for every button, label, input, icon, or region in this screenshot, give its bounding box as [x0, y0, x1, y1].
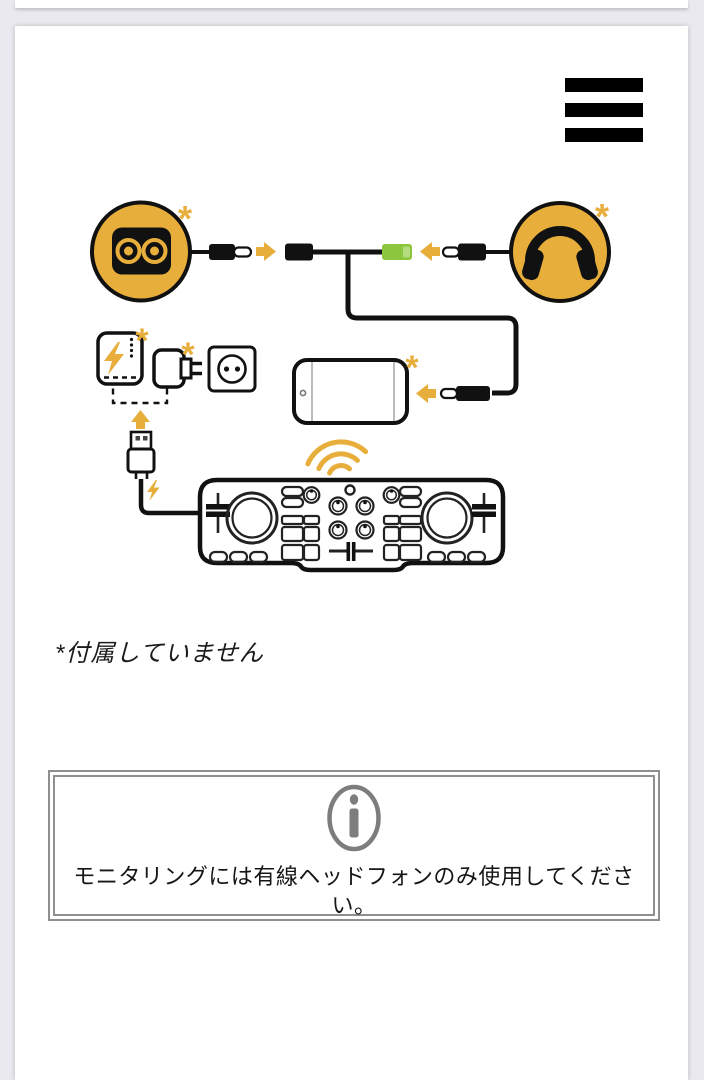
charging-bolt-icon — [147, 480, 160, 501]
connection-diagram: * — [90, 196, 611, 573]
smartphone-icon — [292, 358, 409, 425]
wall-outlet-icon — [207, 345, 257, 393]
info-box-text: モニタリングには有線ヘッドフォンのみ使用してください。 — [73, 864, 635, 918]
headphones-icon — [509, 201, 611, 303]
not-included-asterisk: * — [135, 322, 149, 360]
dj-controller-icon — [197, 477, 506, 573]
info-box: モニタリングには有線ヘッドフォンのみ使用してください。 — [48, 770, 660, 921]
hamburger-menu-icon — [565, 103, 643, 117]
previous-card-edge — [15, 0, 688, 8]
hamburger-menu-icon — [565, 78, 643, 92]
not-included-asterisk: * — [405, 349, 419, 387]
not-included-footnote: *付属していません — [55, 640, 264, 667]
power-bank-icon — [96, 331, 144, 386]
charging-bolt-icon — [104, 342, 124, 375]
not-included-asterisk: * — [595, 196, 609, 237]
connection-arrow-left-icon — [420, 242, 440, 261]
phone-cable-plug — [439, 386, 490, 401]
not-included-asterisk: * — [178, 198, 192, 239]
headphones-cable-plug — [441, 243, 512, 261]
not-included-asterisk: * — [181, 336, 195, 374]
speakers-icon — [90, 200, 192, 303]
speaker-cable-plug — [190, 244, 253, 260]
usb-wall-charger-icon — [152, 348, 202, 389]
connection-arrow-left-icon — [416, 384, 436, 403]
usb-plug-icon — [126, 430, 156, 479]
info-icon — [327, 784, 381, 852]
power-options-bracket — [111, 388, 169, 405]
hamburger-menu-icon — [565, 128, 643, 142]
usb-cable — [138, 479, 200, 516]
menu-button[interactable] — [565, 78, 643, 142]
wireless-signal-icon — [305, 439, 369, 476]
info-box-inner-border: モニタリングには有線ヘッドフォンのみ使用してください。 — [53, 775, 655, 918]
connection-arrow-right-icon — [256, 242, 276, 261]
connection-arrow-up-icon — [131, 410, 150, 429]
splitter-cable — [285, 243, 519, 396]
